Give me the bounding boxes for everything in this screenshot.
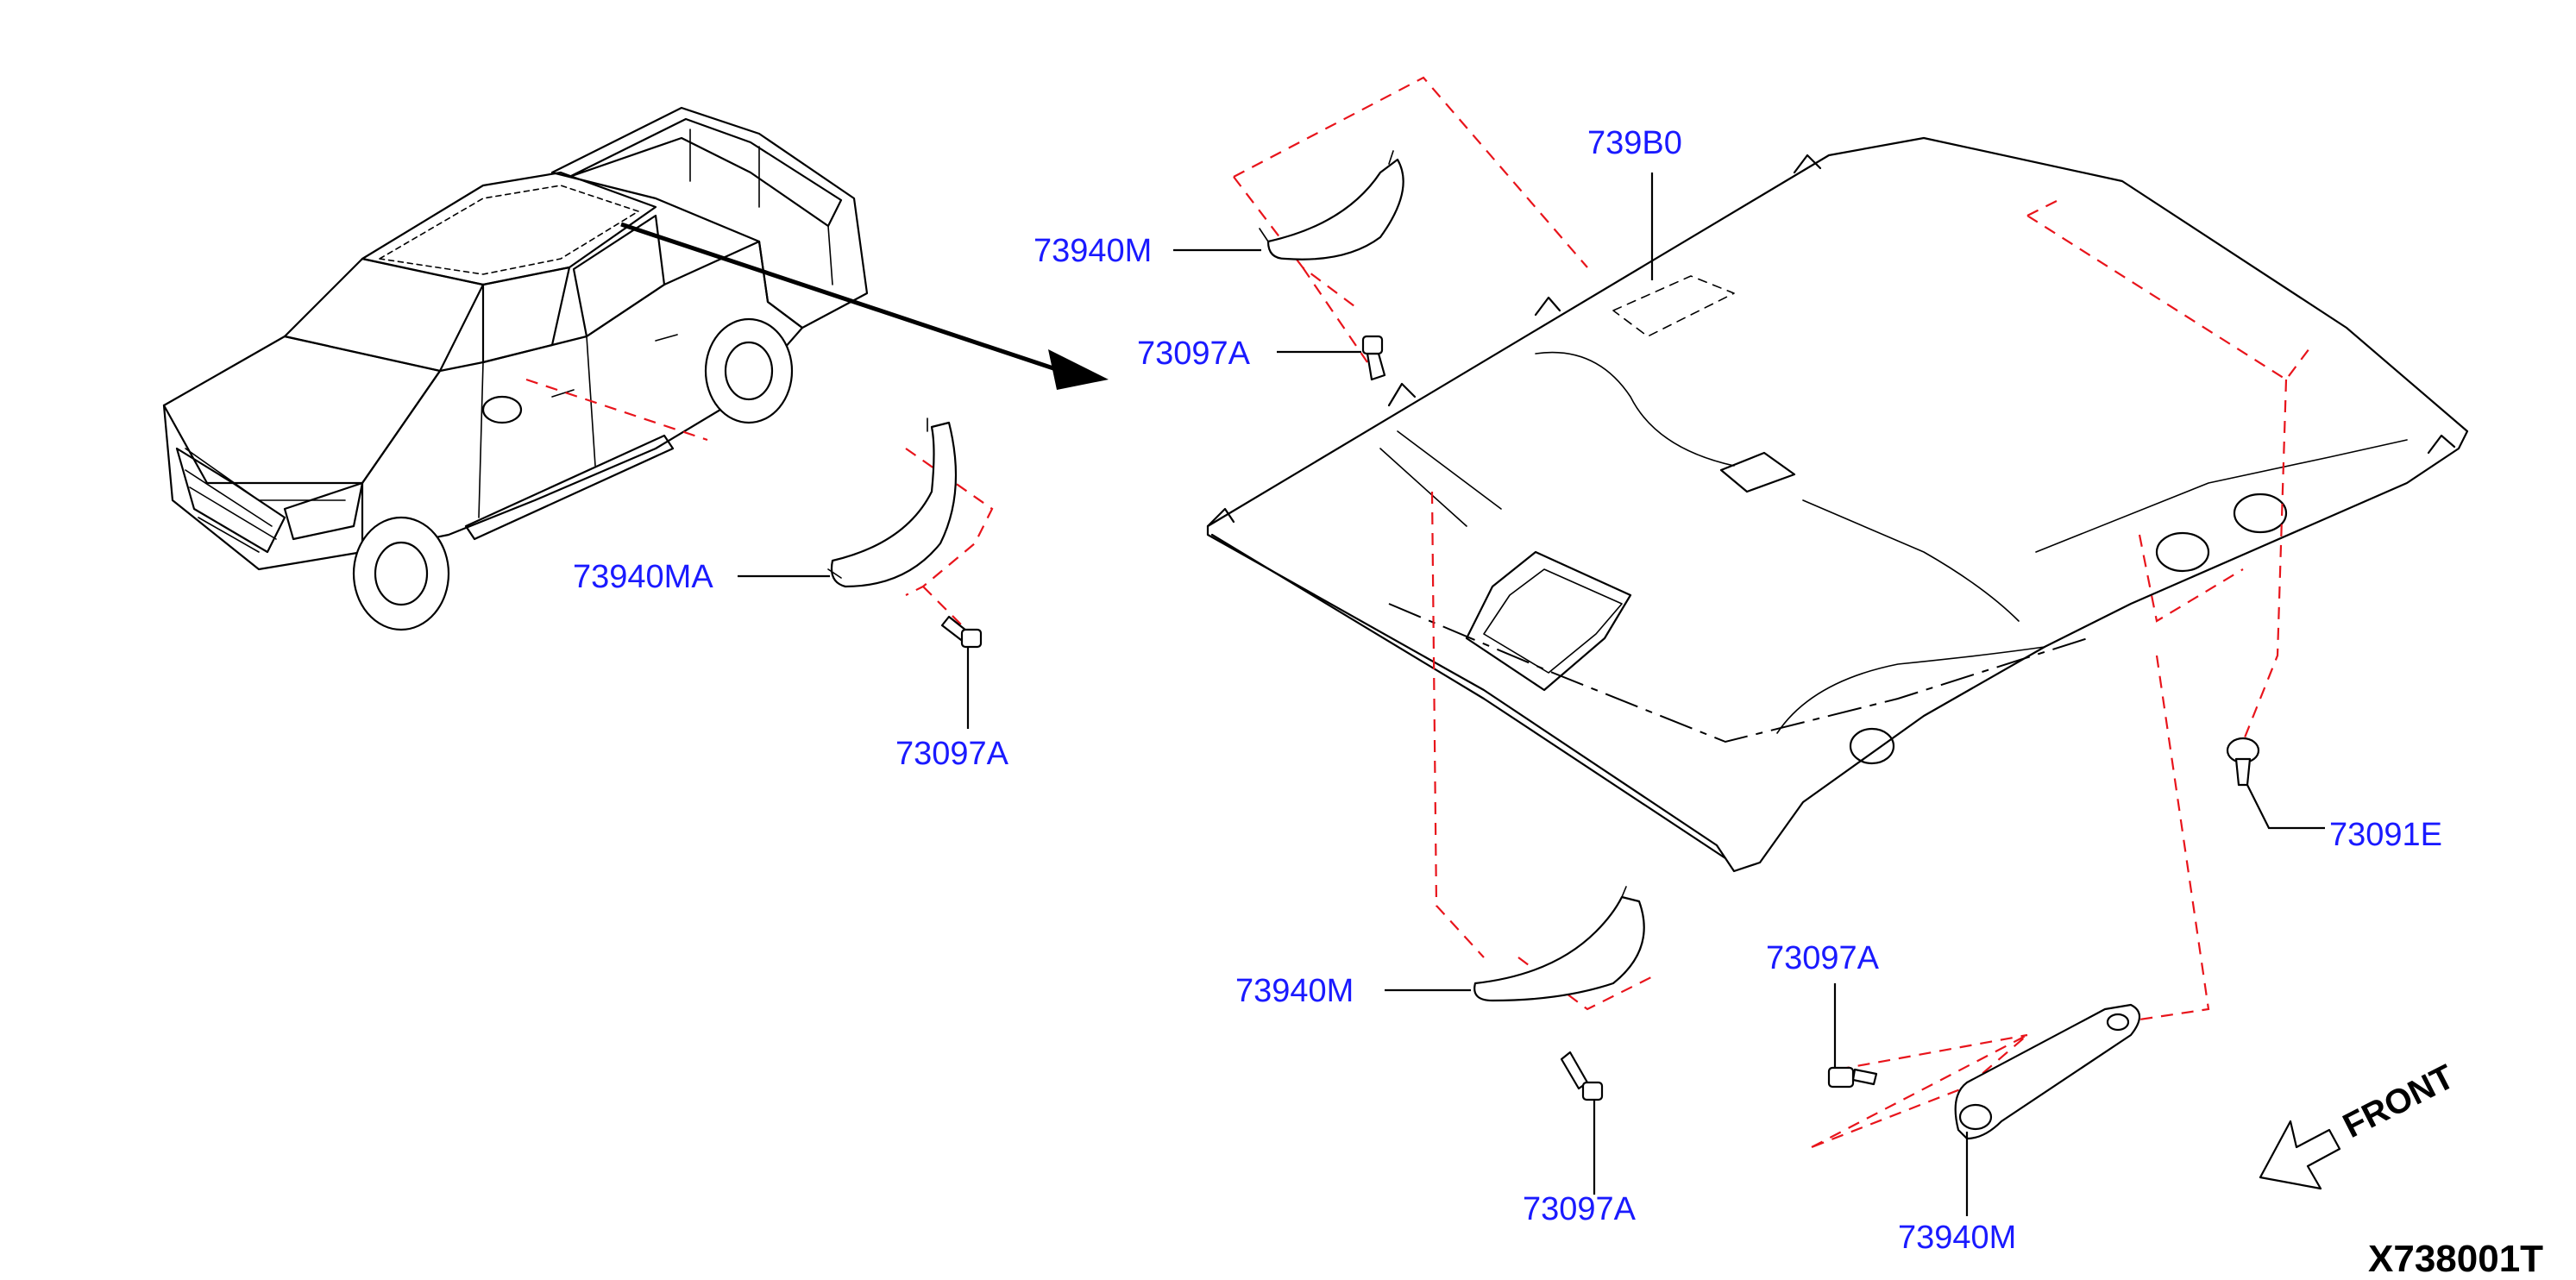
pickup-truck-illustration bbox=[162, 106, 1109, 631]
bolt-icon bbox=[1827, 1066, 1878, 1089]
label-clip: 73091E bbox=[2329, 817, 2442, 853]
diagram-reference-code: X738001T bbox=[2368, 1238, 2543, 1280]
assist-grip-right bbox=[1954, 1003, 2141, 1140]
clip-icon bbox=[2226, 737, 2260, 787]
assist-grip-mid bbox=[1473, 886, 1645, 1002]
label-bolt-left: 73097A bbox=[895, 736, 1009, 772]
front-arrow-icon bbox=[2259, 1120, 2341, 1190]
label-grip-mid: 73940M bbox=[1235, 973, 1354, 1009]
label-bolt-mid: 73097A bbox=[1523, 1191, 1637, 1227]
label-grip-top: 73940M bbox=[1034, 233, 1152, 269]
leader-lines bbox=[738, 173, 2325, 1216]
bolt-icon bbox=[940, 615, 983, 649]
bolt-icon bbox=[1560, 1051, 1604, 1101]
label-grip-left: 73940MA bbox=[573, 559, 713, 595]
roof-headlining-illustration bbox=[1206, 136, 2469, 873]
label-headlining: 739B0 bbox=[1587, 125, 1682, 161]
label-grip-right: 73940M bbox=[1898, 1220, 2016, 1256]
assist-grip-left bbox=[827, 417, 958, 588]
front-indicator: FRONT bbox=[2337, 1057, 2460, 1145]
label-bolt-top: 73097A bbox=[1137, 336, 1251, 372]
bolt-icon bbox=[1361, 335, 1386, 381]
dashed-guide-lines bbox=[905, 76, 2313, 1149]
assist-grip-top bbox=[1259, 150, 1404, 260]
label-bolt-right: 73097A bbox=[1766, 940, 1880, 976]
